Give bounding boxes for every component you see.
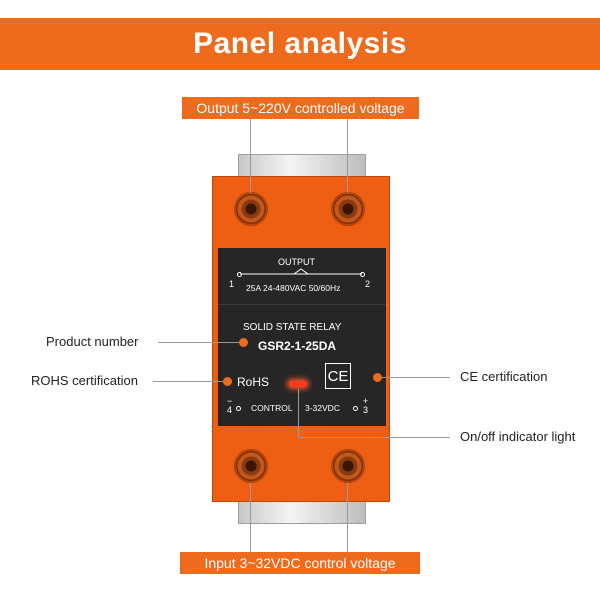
rohs-leader — [153, 381, 225, 382]
input-voltage-label: Input 3~32VDC control voltage — [180, 552, 420, 574]
input-leader-left — [250, 483, 251, 552]
control-label: CONTROL — [251, 403, 293, 413]
indicator-light-label: On/off indicator light — [460, 429, 576, 444]
indicator-leader-horizontal — [298, 437, 450, 438]
terminal-number-2: 2 — [365, 279, 371, 289]
terminal-dot-1 — [237, 272, 242, 277]
plus-sign: + — [363, 396, 369, 406]
terminal-number-4: 4 — [227, 405, 233, 415]
relay-label-plate — [218, 248, 386, 426]
output-voltage-text: Output 5~220V controlled voltage — [196, 100, 405, 116]
output-voltage-label: Output 5~220V controlled voltage — [182, 97, 419, 119]
page-title: Panel analysis — [193, 27, 407, 60]
control-range: 3-32VDC — [305, 403, 340, 413]
ce-certification-label: CE certification — [460, 369, 548, 384]
output-bracket-line — [240, 268, 362, 275]
ce-leader — [380, 377, 450, 378]
minus-sign: − — [227, 396, 233, 406]
indicator-light — [289, 381, 307, 387]
model-number: GSR2-1-25DA — [258, 339, 337, 353]
ce-mark-text: CE — [327, 367, 349, 385]
ce-marker — [373, 373, 382, 382]
rohs-marker — [223, 377, 232, 386]
input-terminal-screw-right — [331, 449, 365, 483]
input-terminal-screw-left — [234, 449, 268, 483]
output-leader-left — [250, 119, 251, 193]
terminal-dot-4 — [236, 406, 241, 411]
input-leader-right — [347, 483, 348, 552]
input-voltage-text: Input 3~32VDC control voltage — [204, 555, 396, 571]
product-number-marker — [239, 338, 248, 347]
product-number-label: Product number — [46, 334, 139, 349]
indicator-leader-vertical — [298, 389, 299, 437]
rohs-certification-label: ROHS certification — [31, 373, 138, 388]
output-terminal-screw-left — [234, 192, 268, 226]
ce-mark: CE — [325, 363, 351, 389]
terminal-dot-2 — [360, 272, 365, 277]
output-terminal-screw-right — [331, 192, 365, 226]
terminal-number-1: 1 — [229, 279, 235, 289]
header-banner: Panel analysis — [0, 18, 600, 70]
product-number-leader — [158, 342, 242, 343]
rohs-mark: RoHS — [237, 375, 270, 389]
relay-type-text: SOLID STATE RELAY — [243, 322, 342, 333]
rating-text: 25A 24-480VAC 50/60Hz — [246, 283, 341, 293]
output-heading: OUTPUT — [278, 257, 315, 267]
plate-divider — [218, 304, 386, 305]
output-leader-right — [347, 119, 348, 193]
terminal-number-3: 3 — [363, 405, 369, 415]
terminal-dot-3 — [353, 406, 358, 411]
bottom-mounting-bracket — [238, 498, 366, 524]
